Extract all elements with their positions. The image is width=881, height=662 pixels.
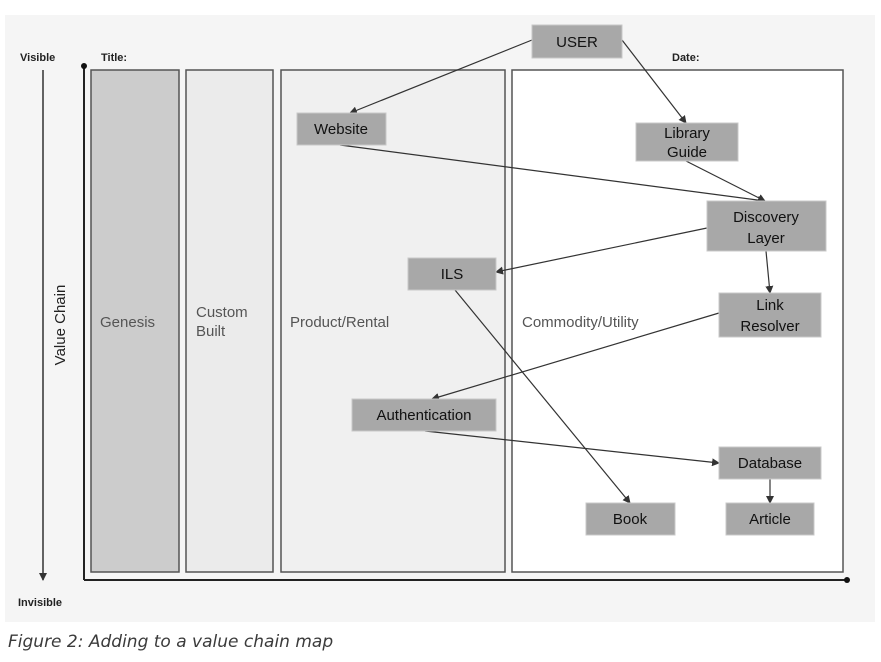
node-library-guide (635, 122, 739, 162)
node-link-resolver (718, 292, 822, 338)
node-ils (407, 257, 497, 291)
node-website-label: Website (314, 121, 368, 138)
node-database (718, 446, 822, 480)
column-genesis (90, 69, 180, 573)
product-rental-label: Product/Rental (290, 314, 389, 331)
visible-label: Visible (20, 52, 55, 64)
column-custom-built (185, 69, 274, 573)
edge-authentication-database (424, 430, 720, 467)
node-authentication (351, 398, 497, 432)
node-database-label: Database (738, 455, 802, 472)
node-discovery-layer (706, 200, 827, 252)
axis-dot-right (844, 577, 850, 583)
node-library-guide-label-1: Library (664, 125, 710, 142)
edge-user-website (349, 39, 533, 115)
edge-discovery-ils (495, 227, 708, 275)
commodity-utility-label: Commodity/Utility (522, 314, 639, 331)
edge-ils-book (454, 289, 631, 504)
node-authentication-label: Authentication (376, 407, 471, 424)
node-link-resolver-label-1: Link (756, 297, 784, 314)
axis-dot-top (81, 63, 87, 69)
node-article-label: Article (749, 511, 791, 528)
node-book (585, 502, 676, 536)
invisible-label: Invisible (18, 597, 62, 609)
edge-link-resolver-authentication (431, 312, 720, 401)
title-label: Title: (101, 52, 127, 64)
value-chain-label: Value Chain (52, 285, 69, 366)
figure-caption: Figure 2: Adding to a value chain map (8, 632, 334, 652)
node-user (531, 24, 623, 59)
column-product-rental (280, 69, 506, 573)
edge-user-library-guide (621, 39, 687, 124)
edge-discovery-link-resolver (765, 250, 774, 294)
node-library-guide-label-2: Guide (667, 144, 707, 161)
custom-built-label-1: Custom (196, 304, 248, 321)
date-label: Date: (672, 52, 700, 64)
node-user-label: USER (556, 34, 598, 51)
node-discovery-label-2: Layer (747, 230, 785, 247)
edge-library-guide-discovery (685, 160, 766, 202)
node-website (296, 112, 387, 146)
node-link-resolver-label-2: Resolver (740, 318, 799, 335)
edge-website-discovery (339, 144, 766, 205)
node-article (725, 502, 815, 536)
custom-built-label-2: Built (196, 323, 226, 340)
node-book-label: Book (613, 511, 648, 528)
genesis-label: Genesis (100, 314, 155, 331)
node-discovery-label-1: Discovery (733, 209, 799, 226)
node-ils-label: ILS (441, 266, 464, 283)
